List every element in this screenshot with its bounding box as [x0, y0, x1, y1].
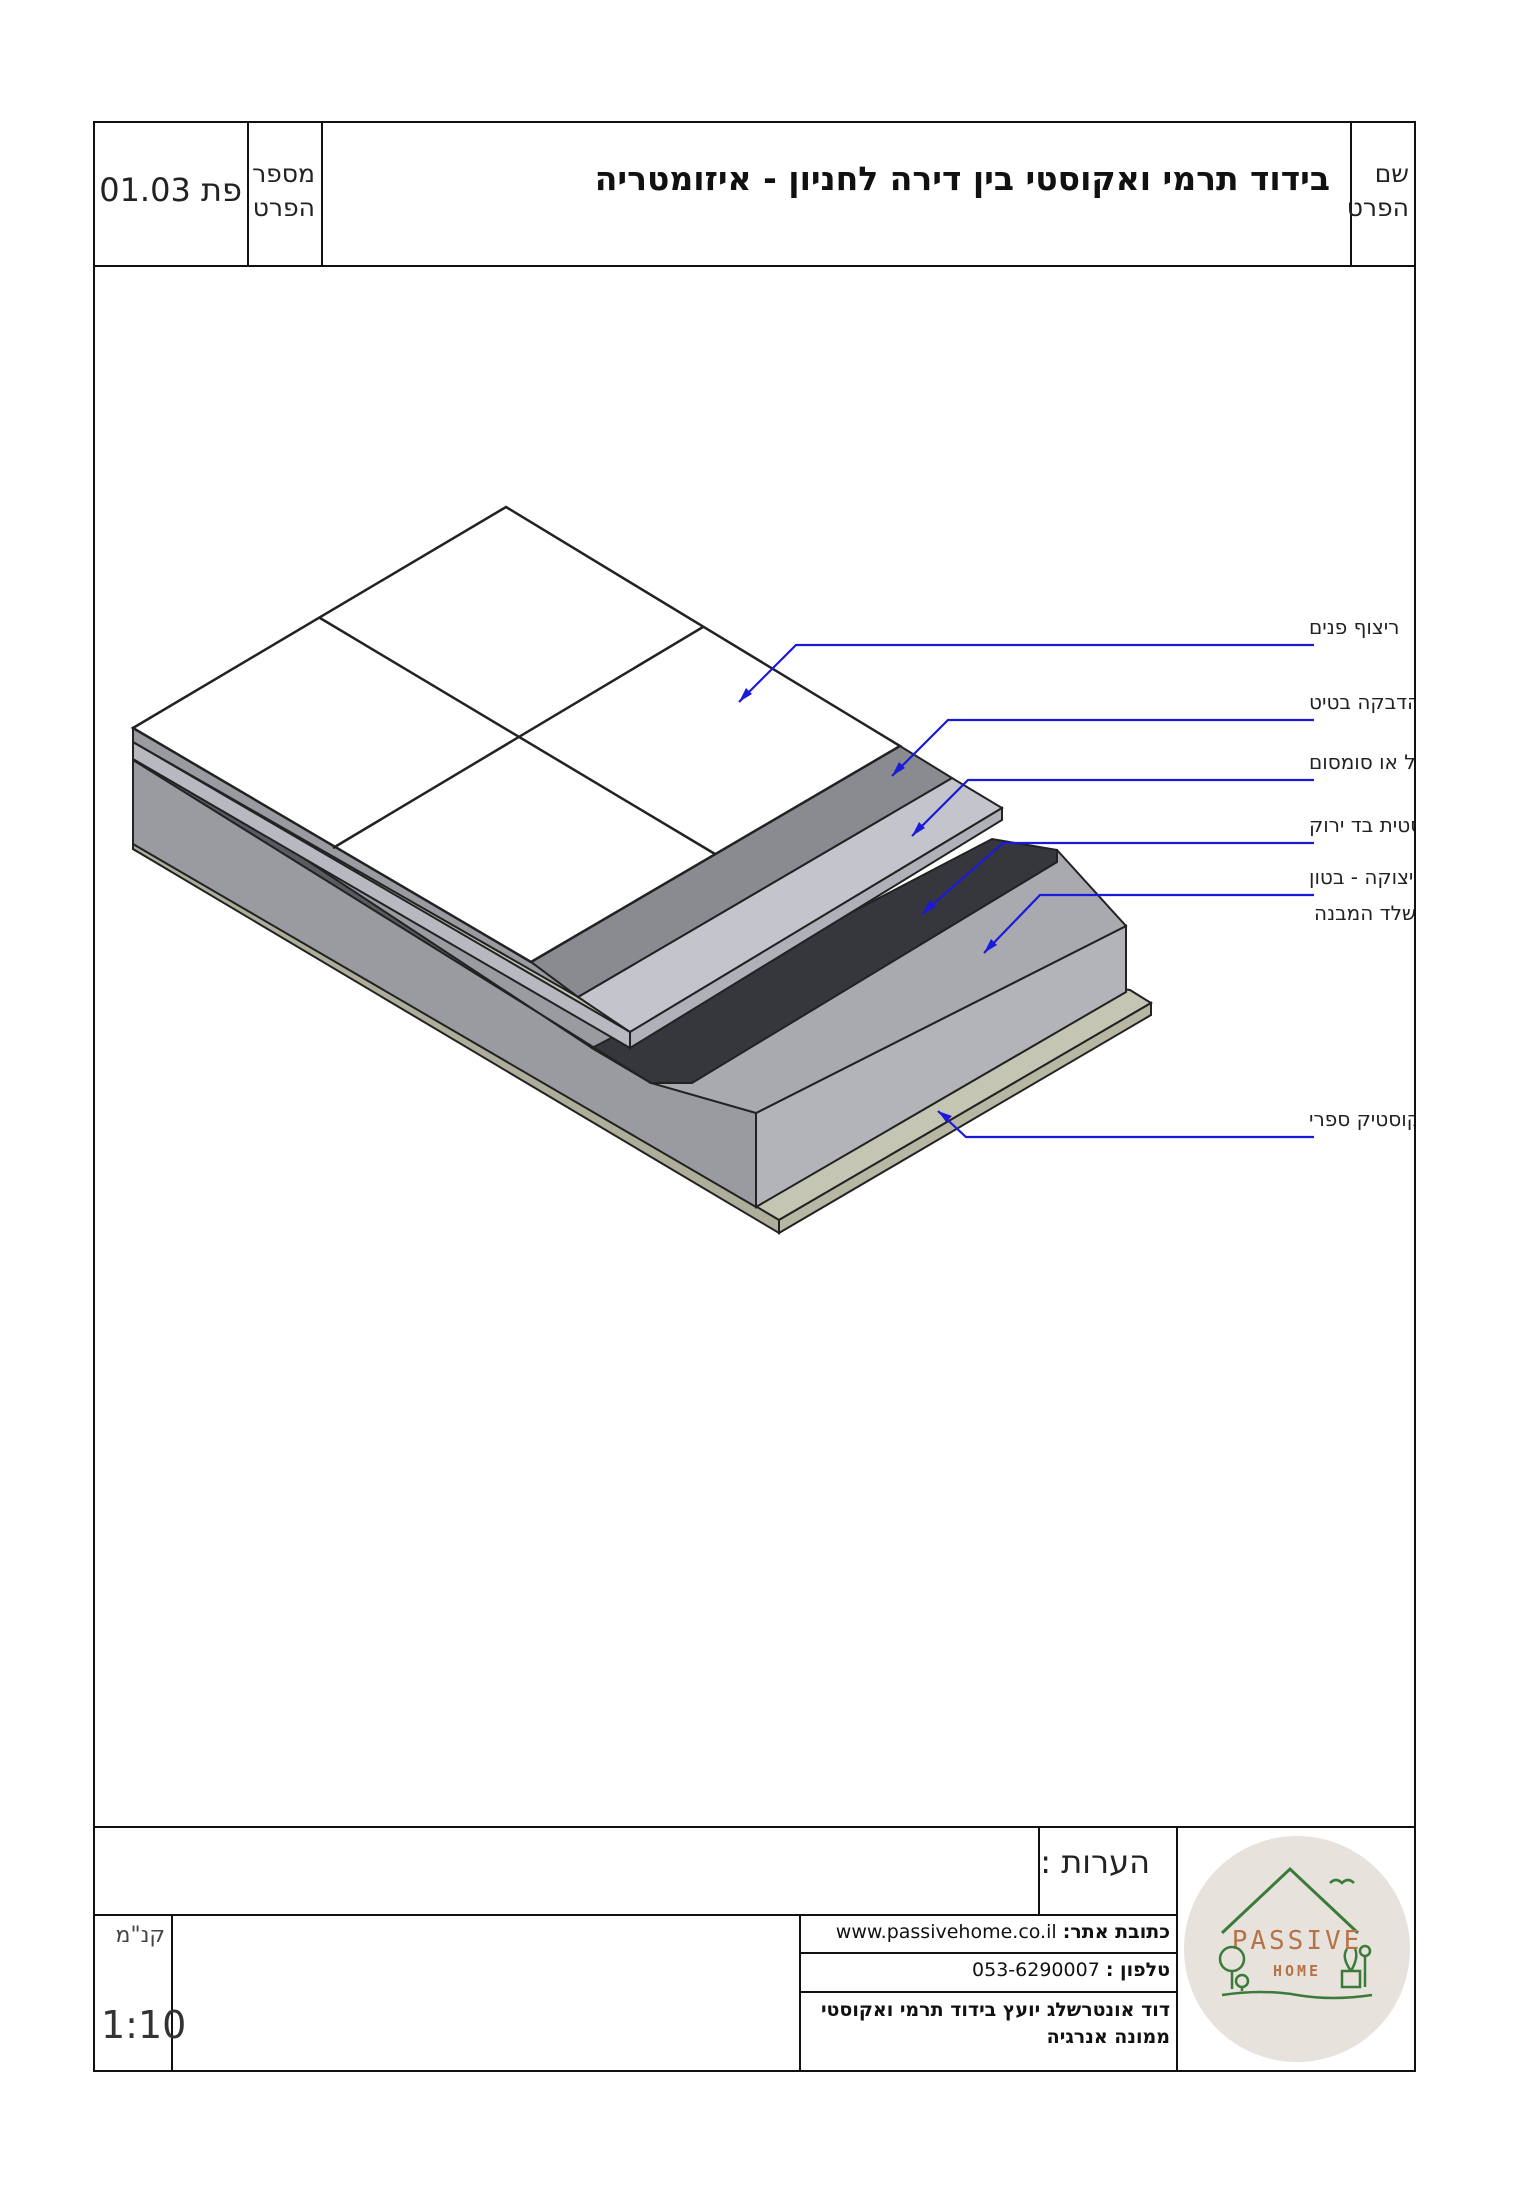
tile-joint-2 [332, 625, 704, 850]
callout-2-label: הדבקה בטיט [1309, 690, 1414, 714]
detail-title: בידוד תרמי ואקוסטי בין דירה לחניון - איז… [594, 159, 1330, 198]
floor-assembly-diagram: ריצוף פנים הדבקה בטיט חול או סומסום יריע… [130, 505, 1414, 1235]
scale-label: קנ"מ [115, 1923, 165, 1948]
callout-6-label: עפ"י הנחיות מהנדס שלד המבנה [1314, 901, 1414, 925]
phone-row: טלפון : 053-6290007 [805, 1959, 1170, 1981]
drawing-sheet: פת 01.03 מספר הפרט בידוד תרמי ואקוסטי בי… [93, 121, 1416, 2072]
callout-5-arrow-icon [984, 939, 997, 953]
callout-4: יריעה אקוסטית בד ירוק [921, 813, 1414, 915]
phone-value: 053-6290007 [972, 1959, 1100, 1981]
footer-info-line-2 [799, 1991, 1178, 1993]
footer-sep-info [799, 1914, 801, 2070]
callout-7-label: בידוד 360 אקוסטיק ספרי [1309, 1107, 1414, 1131]
callout-5-label: תקרת יצוקה - בטון [1309, 865, 1414, 889]
footer-sep-notes [1038, 1826, 1040, 1914]
callout-2: הדבקה בטיט [891, 690, 1414, 777]
callout-4-leader [921, 841, 1314, 915]
notes-label: הערות : [1040, 1843, 1150, 1881]
callout-2-arrow-icon [892, 762, 905, 776]
callout-1-arrow-icon [739, 688, 752, 702]
callout-2-leader [891, 718, 1314, 777]
bird-icon [1329, 1878, 1355, 1885]
header-sep-1 [247, 123, 249, 265]
footer-sep-logo [1176, 1826, 1178, 2070]
footer-mid-line [95, 1914, 1178, 1916]
detail-number: פת 01.03 [99, 171, 242, 209]
number-label-line2: הפרט [252, 193, 315, 222]
plant-icon [1340, 1944, 1372, 1989]
callout-3-arrow-icon [912, 822, 925, 836]
logo-text-bottom: HOME [1273, 1962, 1321, 1980]
header-sep-2 [321, 123, 323, 265]
phone-label: טלפון : [1105, 1959, 1170, 1981]
callout-1-label: ריצוף פנים [1309, 615, 1399, 639]
callout-1: ריצוף פנים [738, 615, 1399, 703]
footer-top-line [95, 1826, 1414, 1828]
logo-circle [1184, 1836, 1410, 2062]
header-divider [95, 265, 1414, 267]
callout-7-leader [937, 1110, 1314, 1139]
website-link[interactable]: www.passivehome.co.il [835, 1921, 1057, 1943]
callout-7: בידוד 360 אקוסטיק ספרי [937, 1107, 1414, 1139]
consultant-line2: ממונה אנרגיה [1046, 2026, 1170, 2048]
ground-line [1221, 1990, 1373, 2000]
footer-sep-scale [171, 1914, 173, 2070]
consultant-line1: דוד אונטרשלג יועץ בידוד תרמי ואקוסטי [820, 1999, 1170, 2021]
tree-icon [1218, 1945, 1250, 1991]
callout-5-leader [983, 893, 1314, 954]
roof-icon [1220, 1866, 1360, 1935]
number-label-line1: מספר [252, 159, 315, 188]
sand-layer-left [132, 740, 631, 1050]
name-label-line2: הפרט [1346, 193, 1409, 222]
callout-3: חול או סומסום [911, 750, 1414, 837]
logo-text-top: PASSIVE [1232, 1926, 1363, 1956]
website-label: כתובת אתר: [1062, 1921, 1170, 1943]
callout-7-arrow-icon [938, 1111, 952, 1122]
callout-1-leader [738, 643, 1314, 703]
callout-4-arrow-icon [922, 900, 936, 914]
callout-5: תקרת יצוקה - בטון עפ"י הנחיות מהנדס שלד … [983, 865, 1414, 954]
callout-4-label: יריעה אקוסטית בד ירוק [1309, 813, 1414, 837]
name-label-line1: שם [1374, 159, 1409, 188]
callout-3-label: חול או סומסום [1309, 750, 1414, 774]
passive-home-logo: PASSIVE HOME [1184, 1836, 1410, 2062]
footer-info-line-1 [799, 1952, 1178, 1954]
callout-3-leader [911, 778, 1314, 837]
tile-joint-1 [319, 616, 716, 856]
scale-value: 1:10 [101, 2003, 187, 2047]
website-row: כתובת אתר: www.passivehome.co.il [805, 1921, 1170, 1943]
header-sep-3 [1350, 123, 1352, 265]
